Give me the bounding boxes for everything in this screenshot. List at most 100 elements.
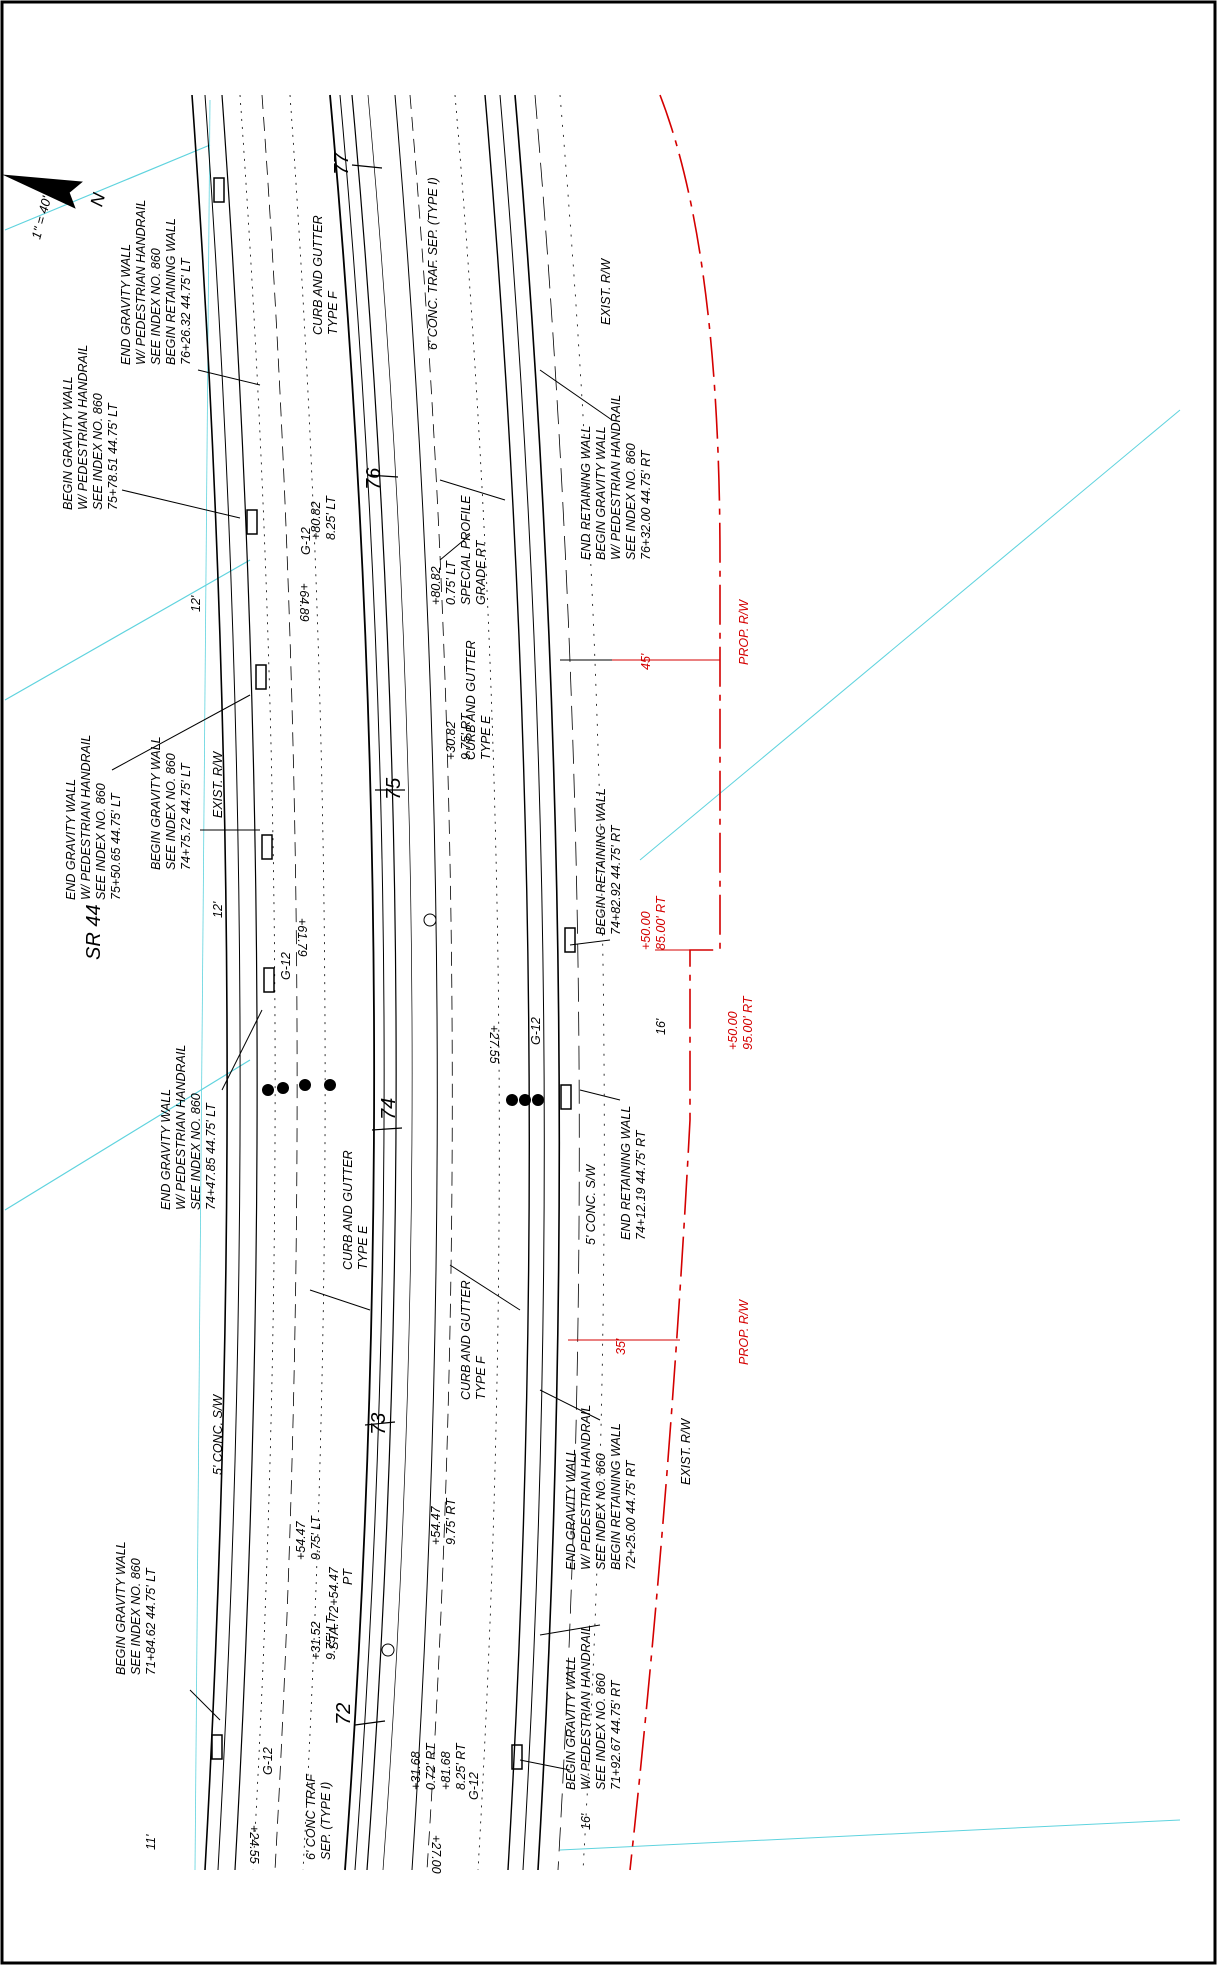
note-left-5-l3: SEE INDEX NO. 860	[189, 1093, 203, 1210]
g12-b: G-12	[279, 952, 293, 980]
note-right-4-l3: SEE INDEX NO. 860	[594, 1453, 608, 1570]
special-profile-l1: +80.82	[429, 566, 443, 605]
station-75: 75	[383, 777, 405, 800]
dim-16-mid: 16'	[654, 1018, 668, 1035]
note-left-2-l4: BEGIN RETAINING WALL	[164, 218, 178, 365]
offset-95-l1: +50.00	[726, 1011, 740, 1050]
sidewalk-right: 5' CONC. S/W	[584, 1164, 598, 1245]
signal-heads	[262, 913, 544, 1657]
sta-64-89: +64.89	[297, 583, 311, 622]
note-left-1-l2: W/ PEDESTRIAN HANDRAIL	[76, 345, 90, 510]
note-right-4-l4: BEGIN RETAINING WALL	[609, 1423, 623, 1570]
curb-gutter-f-top-l2: TYPE F	[326, 290, 340, 335]
curb-gutter-e-bottom-l1: CURB AND GUTTER	[341, 1150, 355, 1270]
note-left-6-l2: SEE INDEX NO. 860	[129, 1558, 143, 1675]
curb-54-rt: +54.47 9.75' RT	[429, 1497, 458, 1545]
offset-95-l2: 95.00' RT	[741, 995, 755, 1050]
inlet-bottom: +31.68 0.72' RT +81.68 8.25' RT	[409, 1740, 468, 1790]
note-right-1-l2: BEGIN GRAVITY WALL	[594, 426, 608, 560]
station-72: 72	[333, 1703, 355, 1725]
curb-54-lt: +54.47 9.75' LT	[294, 1515, 323, 1560]
curb-80-82-lt-l1: +80.82	[309, 501, 323, 540]
curb-gutter-e-top-l2: TYPE E	[479, 715, 493, 760]
dim-45: 45'	[639, 653, 653, 670]
note-left-3-l2: W/ PEDESTRIAN HANDRAIL	[79, 735, 93, 900]
curb-gutter-f-top-l1: CURB AND GUTTER	[311, 215, 325, 335]
station-76: 76	[363, 467, 385, 490]
note-right-1-l1: END RETAINING WALL	[579, 426, 593, 560]
note-left-3-l4: 75+50.65 44.75' LT	[109, 792, 123, 900]
drainage-inlets	[211, 177, 576, 1770]
road-name: SR 44	[83, 904, 105, 960]
curb-54-lt-l1: +54.47	[294, 1520, 308, 1560]
cyan-reference-lines	[4, 99, 1181, 1871]
note-left-2-l1: END GRAVITY WALL	[119, 244, 133, 365]
note-left-3-l3: SEE INDEX NO. 860	[94, 783, 108, 900]
inlet-bottom-l1: +31.68	[409, 1751, 423, 1790]
note-right-4-l5: 72+25.00 44.75' RT	[624, 1459, 638, 1570]
note-left-5-l2: W/ PEDESTRIAN HANDRAIL	[174, 1045, 188, 1210]
dim-12-mid: 12'	[211, 901, 225, 918]
leader-lines	[111, 369, 621, 1771]
note-left-2-l5: 76+26.32 44.75' LT	[179, 257, 193, 365]
curb-gutter-e-top-l1: CURB AND GUTTER	[464, 640, 478, 760]
note-left-5: END GRAVITY WALL W/ PEDESTRIAN HANDRAIL …	[159, 1041, 218, 1210]
curb-gutter-f-bottom: CURB AND GUTTER TYPE F	[459, 1277, 488, 1400]
curb-54-lt-l2: 9.75' LT	[309, 1515, 323, 1560]
note-left-6: BEGIN GRAVITY WALL SEE INDEX NO. 860 71+…	[114, 1538, 158, 1675]
sta-61-79: +61.79	[295, 918, 309, 957]
misc-labels: EXIST. R/W EXIST. R/W EXIST. R/W CURB AN…	[144, 177, 693, 1873]
curb-31-52: +31.52 9.75' LT	[309, 1615, 338, 1660]
station-ticks	[351, 164, 405, 1726]
north-arrow-label: N	[86, 190, 109, 209]
sta-24-55: +24.55	[247, 1825, 261, 1864]
dim-16-bottom: 16'	[579, 1813, 593, 1830]
g12-e: G-12	[467, 1772, 481, 1800]
traf-sep-bottom-l2: SEP. (TYPE I)	[319, 1782, 333, 1860]
sidewalk-left: 5' CONC. S/W	[211, 1394, 225, 1475]
dim-12-top: 12'	[189, 595, 203, 612]
note-right-2: BEGIN RETAINING WALL 74+82.92 44.75' RT	[594, 785, 623, 935]
station-77: 77	[331, 152, 353, 175]
g12-d: G-12	[261, 1747, 275, 1775]
g12-c: G-12	[529, 1017, 543, 1045]
station-numbers: 72 73 74 75 76 77	[331, 152, 405, 1725]
note-right-3-l2: 74+12.19 44.75' RT	[634, 1129, 648, 1240]
offset-95: +50.00 95.00' RT	[726, 995, 755, 1050]
prop-rw-top: PROP. R/W	[737, 599, 751, 665]
curb-54-rt-l1: +54.47	[429, 1505, 443, 1545]
north-arrow-icon	[2, 174, 83, 209]
offset-85: +50.00 85.00' RT	[639, 895, 668, 950]
note-left-3: END GRAVITY WALL W/ PEDESTRIAN HANDRAIL …	[64, 731, 123, 900]
dim-11-bottom: 11'	[144, 1834, 158, 1850]
sta-27-00: +27.00	[429, 1835, 443, 1874]
note-right-5-l4: 71+92.67 44.75' RT	[609, 1679, 623, 1790]
note-left-1-l4: 75+78.51 44.75' LT	[106, 402, 120, 510]
note-left-6-l1: BEGIN GRAVITY WALL	[114, 1541, 128, 1675]
curb-gutter-f-bottom-l1: CURB AND GUTTER	[459, 1280, 473, 1400]
g12-a: G-12	[299, 527, 313, 555]
curb-gutter-f-top: CURB AND GUTTER TYPE F	[311, 212, 340, 335]
station-74: 74	[378, 1098, 400, 1120]
right-notes: END RETAINING WALL BEGIN GRAVITY WALL W/…	[564, 395, 653, 1790]
exist-rw-bottom: EXIST. R/W	[679, 1418, 693, 1485]
inlet-bottom-l2: 0.72' RT	[424, 1742, 438, 1790]
note-right-1-l3: W/ PEDESTRIAN HANDRAIL	[609, 395, 623, 560]
curb-54-rt-l2: 9.75' RT	[444, 1497, 458, 1545]
note-right-2-l1: BEGIN RETAINING WALL	[594, 788, 608, 935]
note-right-5-l2: W/ PEDESTRIAN HANDRAIL	[579, 1625, 593, 1790]
note-left-2-l3: SEE INDEX NO. 860	[149, 248, 163, 365]
curb-31-52-l2: 9.75' LT	[324, 1615, 338, 1660]
note-right-1-l4: SEE INDEX NO. 860	[624, 443, 638, 560]
note-right-2-l2: 74+82.92 44.75' RT	[609, 824, 623, 935]
note-right-5: BEGIN GRAVITY WALL W/ PEDESTRIAN HANDRAI…	[564, 1621, 623, 1790]
sta-72-label: STA. 72+54.47	[327, 1566, 341, 1650]
special-profile-l2: 0.75' LT	[444, 560, 458, 605]
note-right-4-l2: W/ PEDESTRIAN HANDRAIL	[579, 1405, 593, 1570]
station-73: 73	[368, 1413, 390, 1435]
curb-gutter-e-bottom-l2: TYPE E	[356, 1225, 370, 1270]
exist-rw-left: EXIST. R/W	[211, 751, 225, 818]
curb-80-82-lt-l2: 8.25' LT	[324, 495, 338, 540]
